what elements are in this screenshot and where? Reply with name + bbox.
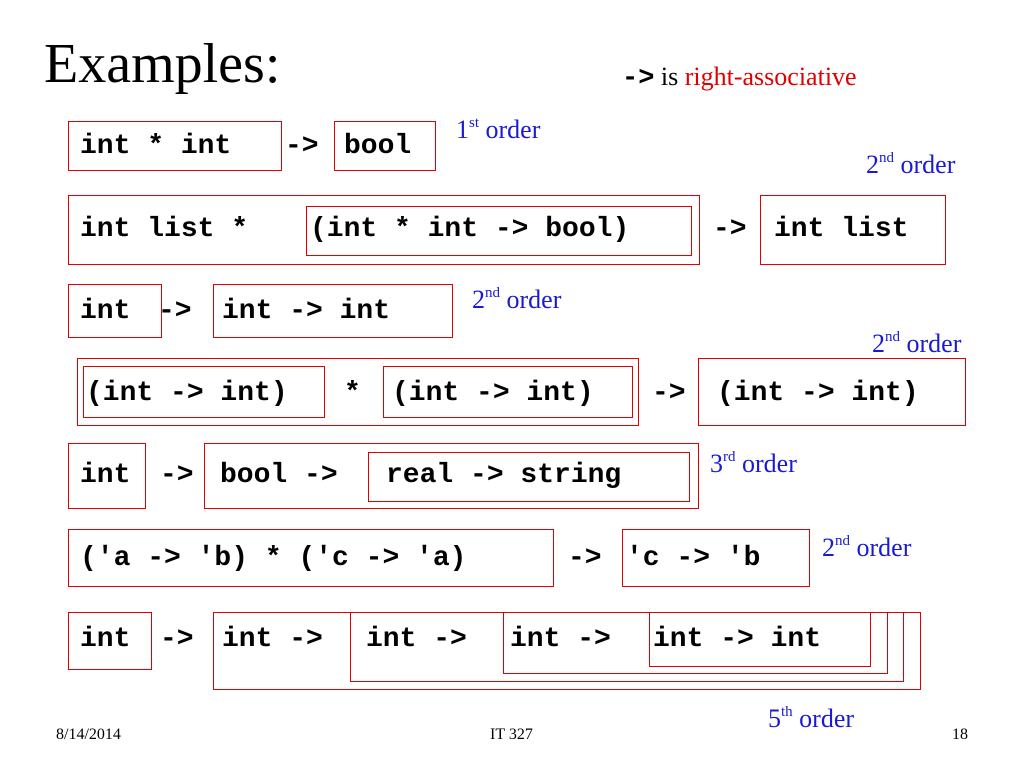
- associativity-note: -> is right-associative: [622, 64, 857, 93]
- arrow-text: ->: [285, 131, 319, 162]
- arrow-text: ->: [160, 624, 194, 655]
- footer-date: 8/14/2014: [56, 726, 121, 743]
- order-suffix: nd: [885, 329, 900, 345]
- order-suffix: st: [469, 115, 480, 131]
- type-box: [83, 366, 325, 418]
- order-number: 1: [456, 115, 469, 144]
- order-word: order: [799, 704, 855, 733]
- footer-page-number: 18: [952, 726, 968, 743]
- order-label: 2nd order: [472, 285, 562, 314]
- slide-title: Examples:: [44, 33, 281, 95]
- arrow-text: ->: [652, 378, 686, 409]
- type-text: int: [80, 460, 131, 491]
- order-label: 5th order: [768, 704, 855, 733]
- type-box: [68, 529, 554, 587]
- assoc-right-associative: right-associative: [684, 62, 857, 91]
- type-text: int -> int: [222, 296, 391, 327]
- arrow-text: ->: [160, 460, 194, 491]
- type-text: (int -> int): [392, 378, 594, 409]
- type-box: [368, 452, 690, 502]
- assoc-is: is: [660, 62, 679, 91]
- order-number: 3: [710, 449, 723, 478]
- order-label: 1st order: [456, 115, 541, 144]
- order-word: order: [856, 533, 912, 562]
- type-text: int list: [774, 214, 909, 245]
- type-text: (int * int -> bool): [310, 214, 630, 245]
- order-suffix: nd: [485, 285, 500, 301]
- type-text: real -> string: [386, 460, 622, 491]
- order-label: 2nd order: [872, 329, 962, 358]
- type-box: [213, 284, 453, 338]
- type-text: int: [80, 296, 131, 327]
- type-text: int * int: [80, 131, 232, 162]
- type-text: ('a -> 'b) * ('c -> 'a): [80, 543, 467, 574]
- type-box: [334, 121, 436, 171]
- order-label: 2nd order: [866, 150, 956, 179]
- arrow-text: ->: [568, 543, 602, 574]
- type-text: int ->: [366, 624, 467, 655]
- order-number: 2: [472, 285, 485, 314]
- type-box: [204, 443, 699, 509]
- type-box: [622, 529, 810, 587]
- type-box: [68, 284, 162, 338]
- type-box: [306, 206, 692, 256]
- type-box: [383, 366, 633, 418]
- order-suffix: rd: [723, 449, 736, 465]
- order-suffix: nd: [879, 150, 894, 166]
- type-box: [649, 612, 871, 667]
- type-text: bool ->: [220, 460, 338, 491]
- type-box: [68, 121, 282, 171]
- type-text: (int -> int): [717, 378, 919, 409]
- type-box: [68, 612, 152, 670]
- type-text: int ->: [222, 624, 323, 655]
- order-number: 5: [768, 704, 781, 733]
- arrow-text: ->: [158, 296, 192, 327]
- type-box: [698, 358, 966, 426]
- arrow-symbol: ->: [622, 64, 655, 94]
- type-text: int: [80, 624, 131, 655]
- order-suffix: th: [781, 704, 793, 720]
- order-word: order: [906, 329, 962, 358]
- order-word: order: [506, 285, 562, 314]
- arrow-text: ->: [713, 214, 747, 245]
- type-box: [77, 358, 639, 426]
- type-text: int ->: [510, 624, 611, 655]
- type-text: 'c -> 'b: [626, 543, 761, 574]
- order-word: order: [742, 449, 797, 478]
- type-text: int -> int: [653, 624, 822, 655]
- order-word: order: [485, 115, 541, 144]
- order-word: order: [900, 150, 956, 179]
- order-suffix: nd: [835, 533, 850, 549]
- footer-course: IT 327: [490, 726, 533, 743]
- order-label: 3rd order: [710, 449, 797, 478]
- type-text: bool: [344, 131, 412, 162]
- type-box: [68, 443, 146, 509]
- order-number: 2: [872, 329, 885, 358]
- type-text: (int -> int): [86, 378, 288, 409]
- type-box: [760, 195, 946, 265]
- type-box: [68, 195, 700, 265]
- order-label: 2nd order: [822, 533, 912, 562]
- operator-text: *: [344, 378, 361, 409]
- order-number: 2: [866, 150, 879, 179]
- order-number: 2: [822, 533, 835, 562]
- type-text: int list *: [80, 214, 249, 245]
